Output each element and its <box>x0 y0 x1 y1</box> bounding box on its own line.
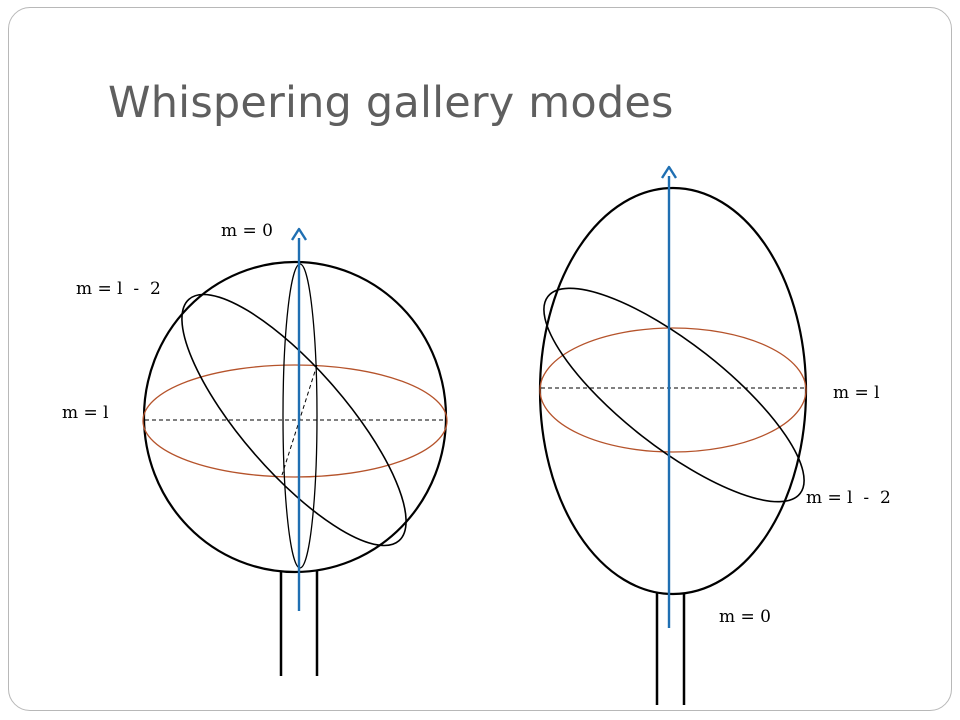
spheroid-outline <box>538 186 808 596</box>
spheroid-label-m-l: m = l <box>833 383 880 403</box>
spheroid-label-m-zero: m = 0 <box>719 607 771 627</box>
spheroid-tilted-mode <box>543 287 805 503</box>
sphere-axis-arrowhead-icon <box>290 227 308 241</box>
sphere-tilted-mode <box>181 293 407 547</box>
spheroid-axis-arrowhead-icon <box>660 165 678 179</box>
slide-title: Whispering gallery modes <box>108 78 674 128</box>
sphere-label-m-zero: m = 0 <box>221 221 273 241</box>
sphere-equator-mode <box>142 364 448 478</box>
spheroid-label-m-l-minus-two: m = l - 2 <box>806 488 891 508</box>
spheroid-figure: m = l m = l - 2 m = 0 <box>538 165 891 705</box>
sphere-outline <box>142 260 448 574</box>
sphere-label-m-l-minus-two: m = l - 2 <box>76 279 161 299</box>
spheroid-equator-mode <box>539 327 807 453</box>
sphere-label-m-l: m = l <box>62 403 109 423</box>
sphere-figure: m = 0 m = l - 2 m = l <box>62 221 448 676</box>
